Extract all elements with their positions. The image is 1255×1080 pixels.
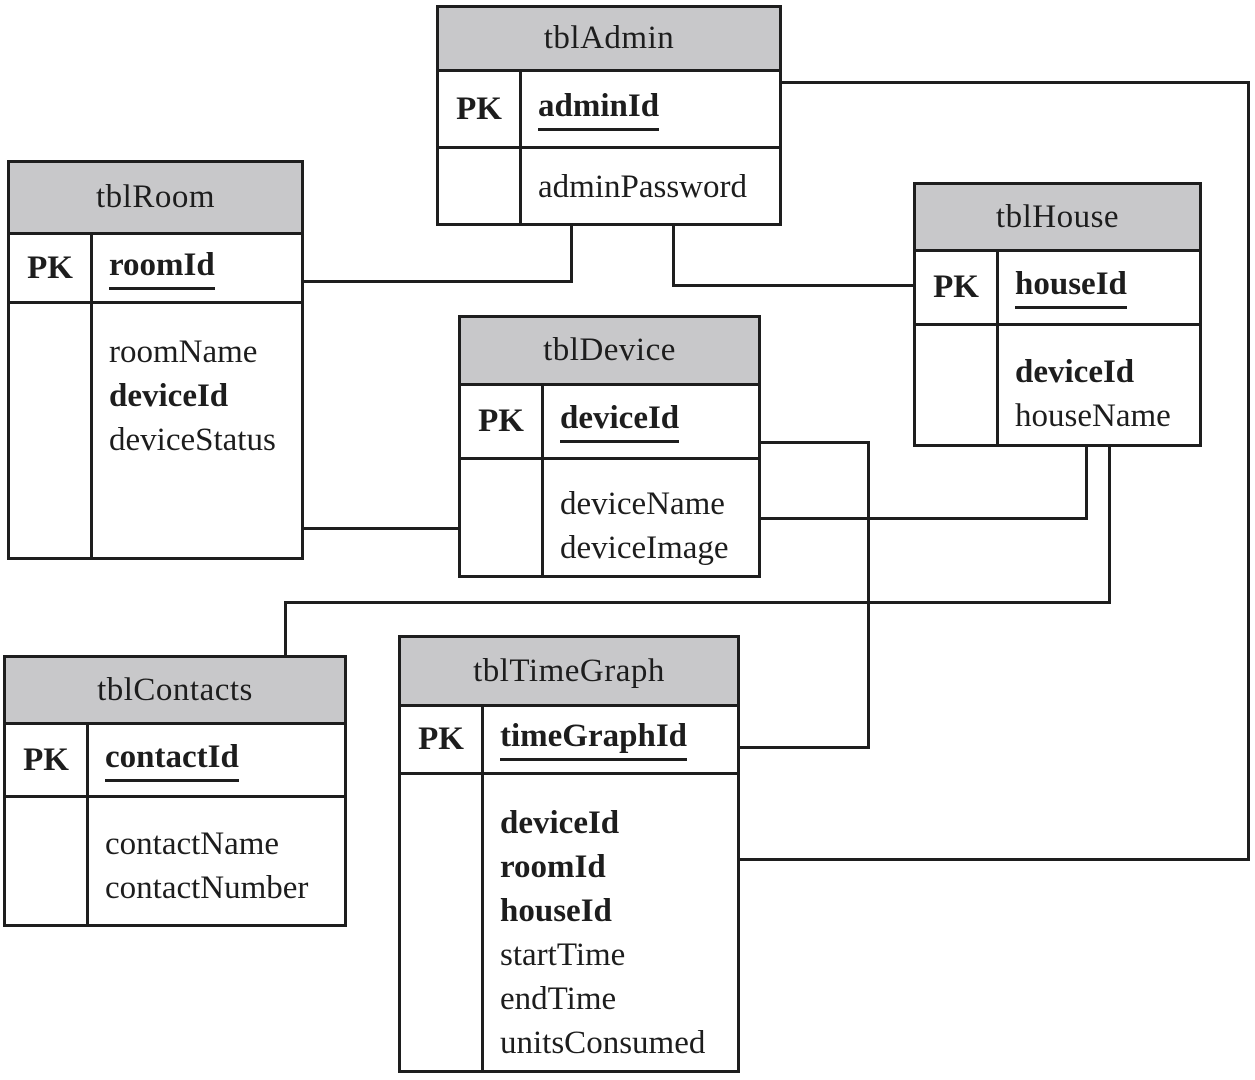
connector-tblHouse-tblContacts-seg3 — [284, 601, 287, 655]
attribute-deviceImage: deviceImage — [560, 530, 729, 566]
connector-tblDevice-tblTimeGraph-seg2 — [867, 441, 870, 749]
attribute-deviceId: deviceId — [109, 378, 229, 414]
pk-field-text: contactId — [105, 739, 239, 782]
table-tbltimegraph: tblTimeGraph PK timeGraphId deviceId room… — [398, 635, 740, 1073]
pk-field-text: adminId — [538, 88, 660, 131]
pk-empty-cell — [916, 326, 999, 444]
pk-field: timeGraphId — [484, 707, 737, 772]
pk-label: PK — [401, 707, 484, 772]
attribute-list: roomName deviceId deviceStatus — [93, 304, 301, 557]
connector-tblHouse-tblContacts-seg2 — [284, 601, 1111, 604]
attribute-unitsConsumed: unitsConsumed — [500, 1025, 706, 1061]
table-title: tblTimeGraph — [401, 638, 737, 707]
pk-field: contactId — [89, 725, 344, 795]
pk-label: PK — [439, 72, 522, 146]
attribute-roomName: roomName — [109, 334, 258, 370]
attribute-contactNumber: contactNumber — [105, 870, 309, 906]
table-title: tblRoom — [10, 163, 301, 235]
table-tblroom: tblRoom PK roomId roomName deviceId device… — [7, 160, 304, 560]
attribute-roomId: roomId — [500, 849, 606, 885]
connector-tblRoom-tblDevice-seg1 — [304, 527, 458, 530]
pk-field-text: deviceId — [560, 400, 680, 443]
table-tbldevice: tblDevice PK deviceId deviceName deviceIm… — [458, 315, 761, 578]
pk-field: deviceId — [544, 386, 758, 457]
attribute-list: deviceId roomId houseId startTime endTime uni… — [484, 775, 737, 1070]
table-tblhouse: tblHouse PK houseId deviceId houseName — [913, 182, 1202, 447]
connector-tblRoom-tblAdmin-seg1 — [304, 280, 573, 283]
pk-label: PK — [6, 725, 89, 795]
connector-tblDevice-tblHouse-seg1 — [761, 517, 1088, 520]
pk-empty-cell — [10, 304, 93, 557]
pk-empty-cell — [401, 775, 484, 1070]
pk-label: PK — [10, 235, 93, 301]
table-title: tblContacts — [6, 658, 344, 725]
pk-empty-cell — [461, 460, 544, 575]
pk-label: PK — [916, 252, 999, 323]
table-tbladmin: tblAdmin PK adminId adminPassword — [436, 5, 782, 226]
connector-tblDevice-tblTimeGraph-seg3 — [740, 746, 870, 749]
connector-tblRoom-tblAdmin-seg2 — [570, 224, 573, 283]
attribute-houseName: houseName — [1015, 398, 1171, 434]
connector-tblAdmin-tblTimeGraph-seg3 — [740, 858, 1250, 861]
table-title: tblAdmin — [439, 8, 779, 72]
pk-field: adminId — [522, 72, 779, 146]
pk-field: roomId — [93, 235, 301, 301]
connector-tblAdmin-tblHouse-seg1 — [672, 224, 675, 287]
pk-empty-cell — [439, 149, 522, 223]
attribute-list: deviceName deviceImage — [544, 460, 758, 575]
connector-tblDevice-tblHouse-seg2 — [1085, 447, 1088, 520]
attribute-deviceId: deviceId — [500, 805, 620, 841]
connector-tblDevice-tblTimeGraph-seg1 — [761, 441, 870, 444]
connector-tblHouse-tblContacts-seg1 — [1108, 447, 1111, 604]
attribute-adminPassword: adminPassword — [538, 169, 747, 205]
table-title: tblHouse — [916, 185, 1199, 252]
pk-field-text: timeGraphId — [500, 718, 688, 761]
attribute-endTime: endTime — [500, 981, 617, 1017]
connector-tblAdmin-tblTimeGraph-seg2 — [1247, 81, 1250, 861]
pk-label: PK — [461, 386, 544, 457]
attribute-deviceId: deviceId — [1015, 354, 1135, 390]
attribute-list: adminPassword — [522, 149, 779, 223]
connector-tblAdmin-tblHouse-seg2 — [672, 284, 913, 287]
attribute-deviceStatus: deviceStatus — [109, 422, 276, 458]
attribute-startTime: startTime — [500, 937, 626, 973]
pk-field-text: roomId — [109, 247, 215, 290]
attribute-deviceName: deviceName — [560, 486, 725, 522]
table-title: tblDevice — [461, 318, 758, 386]
connector-tblAdmin-tblTimeGraph-seg1 — [779, 81, 1250, 84]
attribute-contactName: contactName — [105, 826, 280, 862]
attribute-houseId: houseId — [500, 893, 612, 929]
attribute-list: contactName contactNumber — [89, 798, 344, 924]
pk-field: houseId — [999, 252, 1199, 323]
pk-empty-cell — [6, 798, 89, 924]
pk-field-text: houseId — [1015, 266, 1127, 309]
attribute-list: deviceId houseName — [999, 326, 1199, 444]
